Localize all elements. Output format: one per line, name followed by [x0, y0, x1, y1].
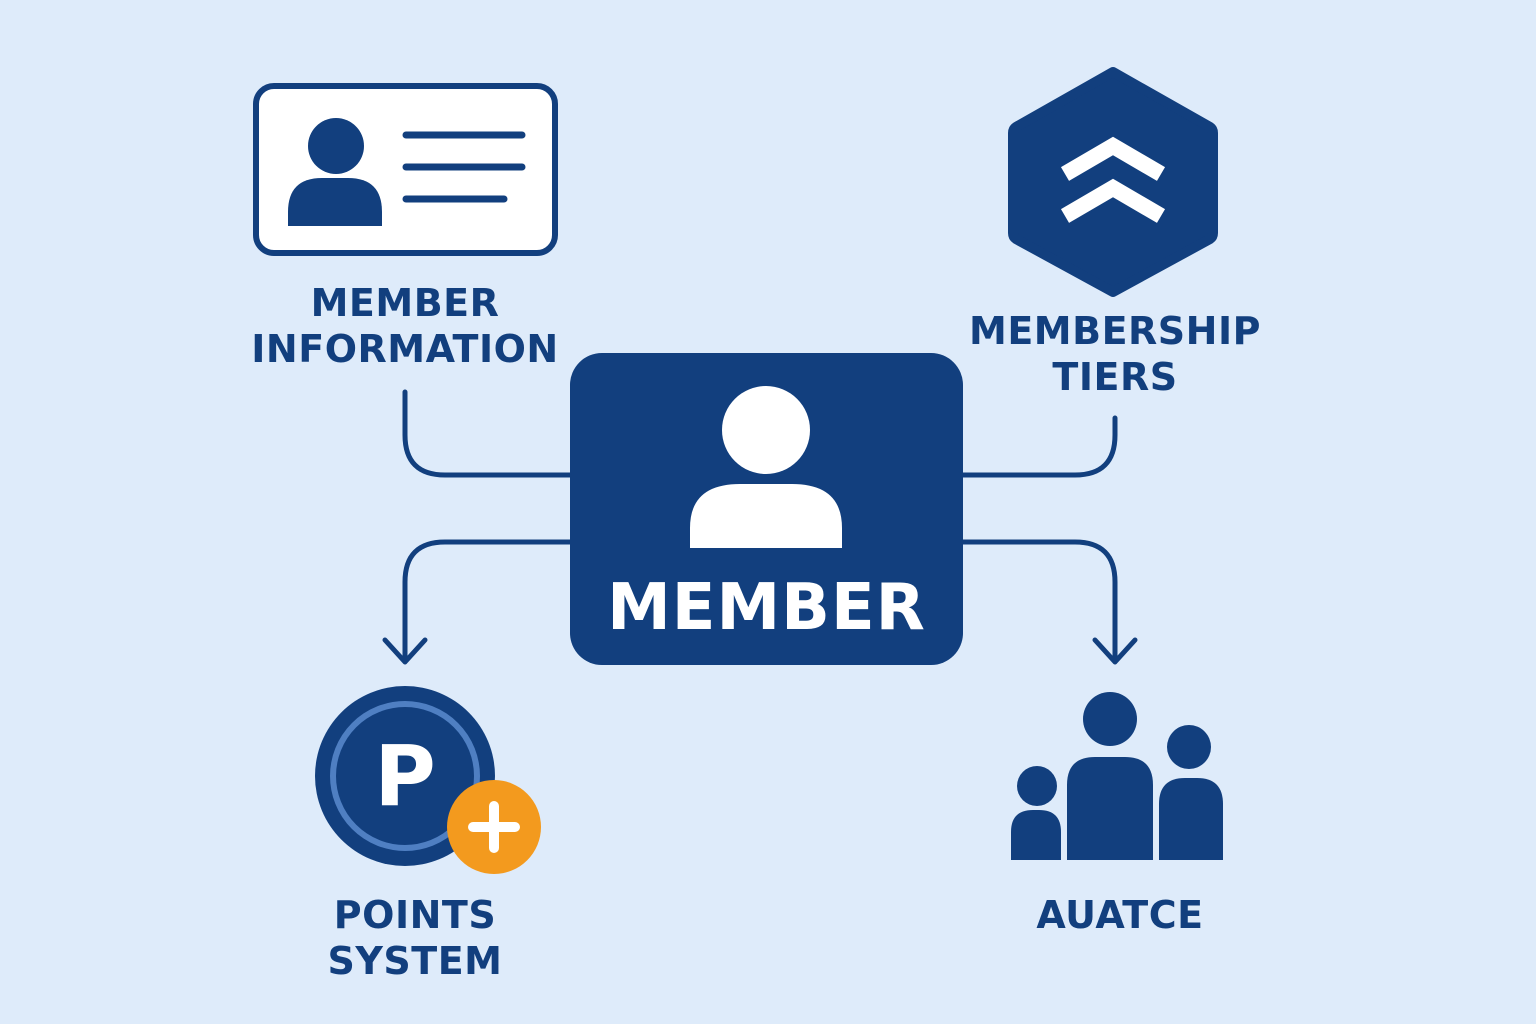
connector-membership-tiers: [957, 415, 1118, 478]
center-member-node: [570, 353, 963, 665]
membership-tiers-label: MEMBERSHIP TIERS: [965, 308, 1265, 400]
points-plus-icon: P: [315, 686, 541, 874]
points-system-line2: SYSTEM: [327, 939, 503, 983]
points-badge-letter: P: [374, 727, 436, 825]
audience-line1: AUATCE: [1036, 893, 1204, 937]
chevrons-up-hexagon-icon: [1008, 67, 1218, 297]
user-icon: [690, 386, 842, 548]
arrowhead-points-system: [382, 637, 428, 665]
arrowhead-audience: [1092, 637, 1138, 665]
center-label: MEMBER: [607, 571, 926, 645]
connectors: [382, 389, 1138, 665]
membership-tiers-line2: TIERS: [1052, 355, 1178, 399]
member-information-label: MEMBER INFORMATION: [205, 280, 605, 372]
connector-points-system: [402, 539, 578, 661]
points-system-line1: POINTS: [333, 893, 497, 937]
member-information-line2: INFORMATION: [251, 327, 559, 371]
connector-audience: [957, 539, 1118, 661]
points-system-label: POINTS SYSTEM: [265, 892, 565, 984]
plus-icon: [468, 801, 520, 853]
id-card-icon: [253, 83, 558, 256]
group-icon: [1011, 692, 1223, 860]
connector-member-information: [402, 389, 578, 478]
member-information-line1: MEMBER: [310, 281, 500, 325]
membership-tiers-line1: MEMBERSHIP: [969, 309, 1261, 353]
audience-label: AUATCE: [970, 892, 1270, 938]
